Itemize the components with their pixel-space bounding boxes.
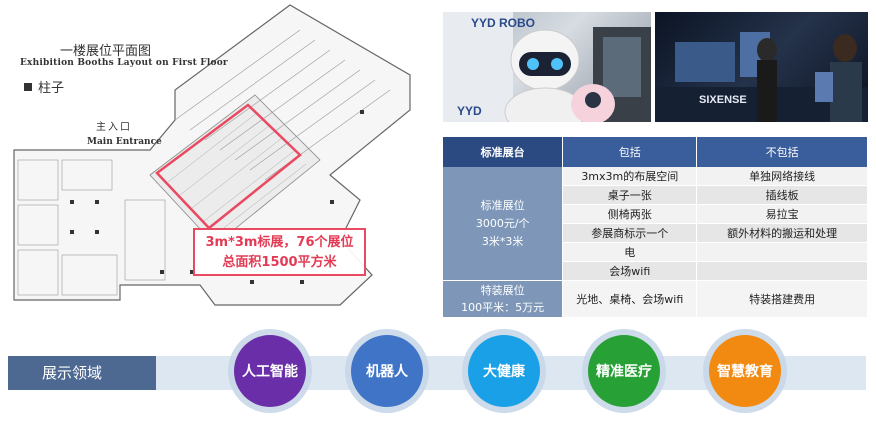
table-row: 桌子一张 插线板	[443, 185, 868, 205]
exclude-cell	[696, 242, 868, 262]
entrance-label-cn: 主入口	[96, 122, 132, 133]
domain-ai: 人工智能	[234, 335, 306, 407]
domain-label: 展示领域	[8, 356, 156, 390]
table-row: 侧椅两张 易拉宝	[443, 204, 868, 224]
callout-line-1: 3m*3m标展，76个展位	[205, 235, 354, 250]
robot-booth-photo: YYD ROBO YYD	[443, 12, 651, 122]
domain-health: 大健康	[468, 335, 540, 407]
floor-plan: 一楼展位平面图 Exhibition Booths Layout on Firs…	[0, 0, 430, 330]
standard-label-line-2: 3000元/个	[475, 216, 530, 230]
include-cell: 会场wifi	[562, 261, 698, 281]
include-cell: 3mx3m的布展空间	[562, 167, 698, 186]
include-cell: 侧椅两张	[562, 204, 698, 224]
table-row-special: 特装展位 100平米：5万元 光地、桌椅、会场wifi 特装搭建费用	[443, 280, 868, 318]
sixense-sign: SIXENSE	[699, 94, 747, 106]
legend-label: 柱子	[38, 81, 65, 96]
standard-booth-label: 标准展位 3000元/个 3米*3米	[443, 167, 564, 281]
header-standard-booth: 标准展台	[443, 137, 564, 167]
highlight-area	[155, 103, 302, 230]
domain-robotics: 机器人	[351, 335, 423, 407]
exclude-cell: 额外材料的搬运和处理	[696, 223, 868, 243]
booth-pricing-table: 标准展台 包括 不包括 标准展位 3000元/个 3米*3米 3mx3m的布展空…	[443, 137, 868, 318]
include-cell: 电	[562, 242, 698, 262]
header-includes: 包括	[562, 137, 698, 167]
exclude-cell	[696, 261, 868, 281]
callout-line-2: 总面积1500平方米	[222, 255, 337, 270]
sixense-booth-photo: SIXENSE	[655, 12, 868, 122]
table-header-row: 标准展台 包括 不包括	[443, 137, 868, 167]
table-row: 电	[443, 242, 868, 262]
booth-crowd-illustration	[655, 32, 868, 122]
standard-label-line-1: 标准展位	[480, 198, 525, 212]
include-cell: 参展商标示一个	[562, 223, 698, 243]
table-row: 会场wifi	[443, 261, 868, 281]
plan-title-en: Exhibition Booths Layout on First Floor	[20, 58, 228, 68]
domain-precision-medicine: 精准医疗	[588, 335, 660, 407]
exclude-cell: 易拉宝	[696, 204, 868, 224]
domain-smart-education: 智慧教育	[709, 335, 781, 407]
exclude-cell: 单独网络接线	[696, 167, 868, 186]
special-booth-label: 特装展位 100平米：5万元	[443, 280, 564, 318]
entrance-label-en: Main Entrance	[87, 137, 162, 147]
exclude-cell: 插线板	[696, 185, 868, 205]
special-label-line-1: 特装展位	[480, 284, 525, 297]
robot-illustration	[443, 12, 651, 122]
booth-callout: 3m*3m标展，76个展位 总面积1500平方米	[193, 228, 366, 276]
table-row: 标准展位 3000元/个 3米*3米 3mx3m的布展空间 单独网络接线	[443, 167, 868, 281]
header-excludes: 不包括	[696, 137, 868, 167]
pillar-legend: 柱子	[24, 77, 64, 96]
standard-label-line-3: 3米*3米	[481, 234, 524, 248]
pillar-swatch-icon	[24, 82, 32, 91]
include-cell: 桌子一张	[562, 185, 698, 205]
special-exclude-cell: 特装搭建费用	[696, 280, 868, 318]
table-row: 参展商标示一个 额外材料的搬运和处理	[443, 223, 868, 243]
special-label-line-2: 100平米：5万元	[461, 301, 545, 314]
yyd-banner: YYD	[457, 104, 482, 118]
special-include-cell: 光地、桌椅、会场wifi	[562, 280, 698, 318]
yyd-sign: YYD ROBO	[471, 16, 536, 30]
plan-title-cn: 一楼展位平面图	[60, 44, 152, 59]
